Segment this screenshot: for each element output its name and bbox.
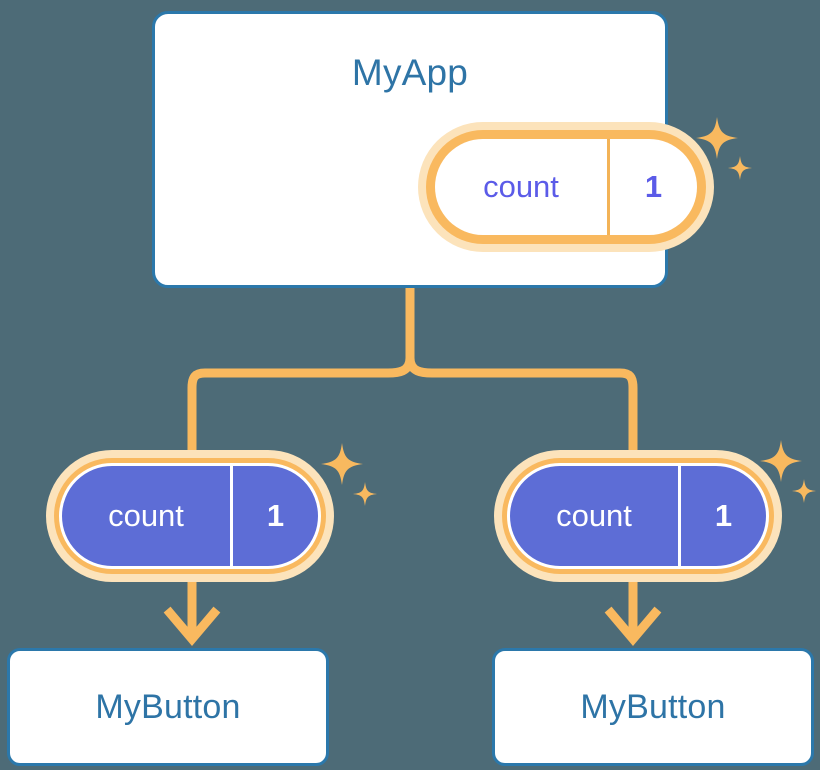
pill-body: count 1 bbox=[435, 139, 697, 235]
pill-body: count 1 bbox=[507, 463, 769, 569]
arrow-down-icon-left bbox=[163, 580, 221, 646]
button-card-label: MyButton bbox=[95, 687, 241, 726]
pill-divider bbox=[678, 466, 681, 566]
state-pill-right[interactable]: count 1 bbox=[494, 450, 782, 582]
button-card-right[interactable]: MyButton bbox=[492, 648, 814, 766]
button-card-label: MyButton bbox=[580, 687, 726, 726]
sparkle-small-icon bbox=[792, 479, 816, 503]
app-card[interactable]: MyApp count 1 bbox=[152, 11, 752, 288]
state-pill-app[interactable]: count 1 bbox=[418, 122, 714, 252]
state-pill-left[interactable]: count 1 bbox=[46, 450, 334, 582]
state-key-label: count bbox=[483, 169, 559, 204]
button-card-left[interactable]: MyButton bbox=[7, 648, 329, 766]
state-value-label: 1 bbox=[644, 169, 663, 204]
pill-body: count 1 bbox=[59, 463, 321, 569]
page-title: MyApp bbox=[351, 52, 469, 93]
state-key-label: count bbox=[108, 498, 184, 533]
connector-branch-right bbox=[405, 357, 638, 452]
pill-divider bbox=[607, 139, 610, 235]
connector-branch-left bbox=[187, 357, 415, 452]
sparkle-small-icon bbox=[728, 156, 752, 180]
sparkle-small-icon bbox=[353, 482, 377, 506]
state-value-label: 1 bbox=[714, 498, 733, 533]
state-key-label: count bbox=[556, 498, 632, 533]
state-value-label: 1 bbox=[266, 498, 285, 533]
arrow-down-icon-right bbox=[604, 580, 662, 646]
pill-divider bbox=[230, 466, 233, 566]
